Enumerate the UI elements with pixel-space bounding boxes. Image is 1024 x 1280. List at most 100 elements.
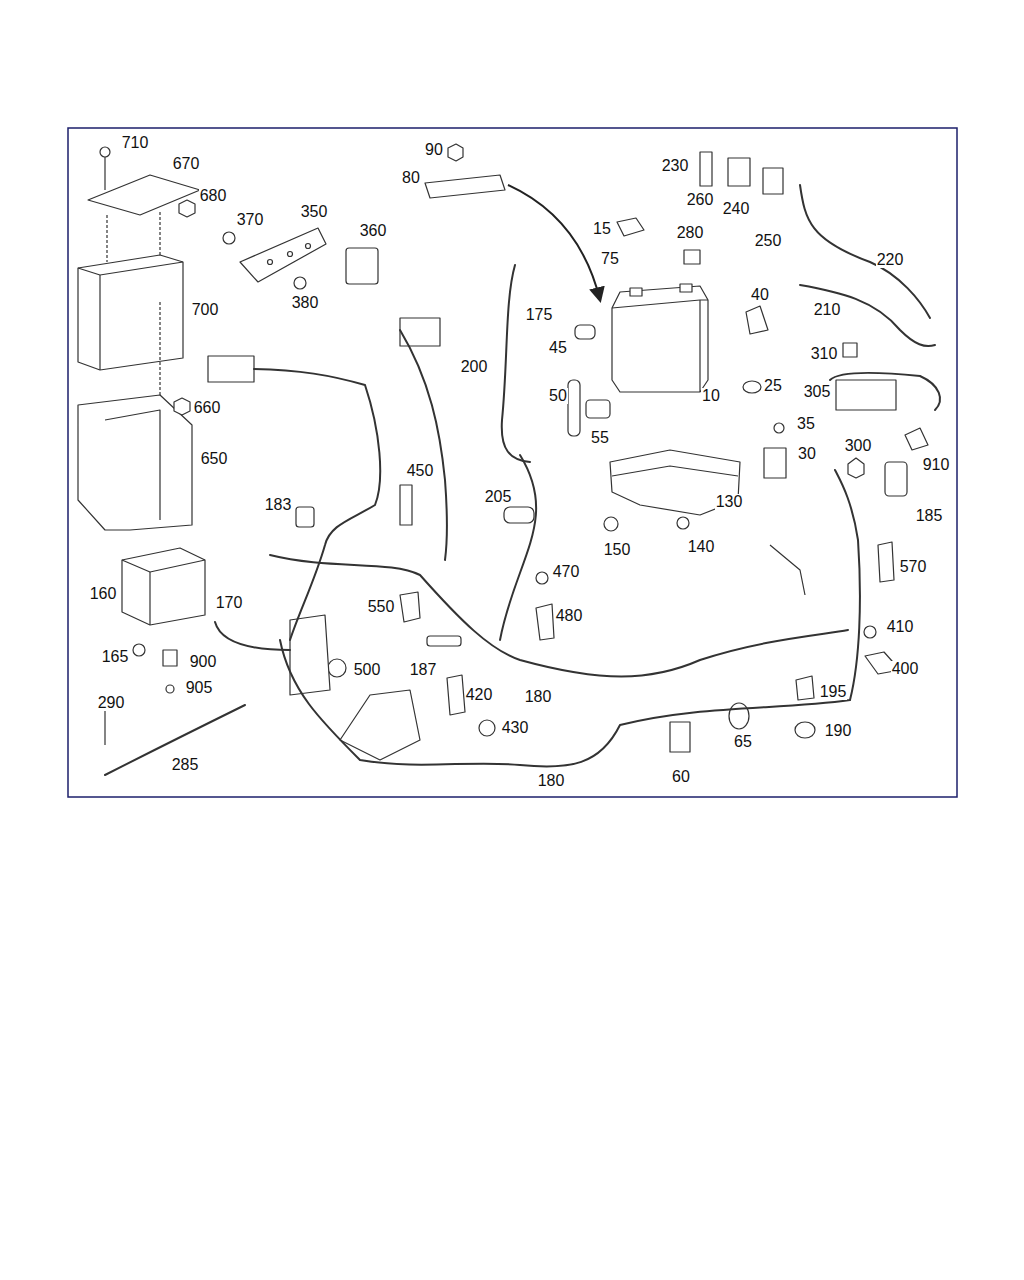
callout-number: 210 [813,302,842,318]
callout-number: 280 [676,225,705,241]
callout-number: 680 [199,188,228,204]
relay-module [122,548,205,625]
clip [764,448,786,478]
bracket [400,485,412,525]
callout-number: 190 [824,723,853,739]
callout-number: 310 [810,346,839,362]
callout-number: 140 [687,539,716,555]
callout-number: 250 [754,233,783,249]
callout-number: 410 [886,619,915,635]
callout-number: 480 [555,608,584,624]
arrow [508,185,600,300]
callout-number: 305 [803,384,832,400]
callout-number: 75 [600,251,620,267]
clip [796,676,814,700]
callout-number: 290 [97,695,126,711]
terminal-block [340,690,420,760]
callout-number: 175 [525,307,554,323]
callout-number: 180 [524,689,553,705]
frame [68,128,957,797]
nut [448,144,463,161]
callout-number: 900 [189,654,218,670]
callout-number: 285 [171,757,200,773]
aux-battery [78,255,183,370]
callout-number: 183 [264,497,293,513]
sleeve [504,507,534,523]
cap [746,306,768,334]
callout-number: 380 [291,295,320,311]
callout-number: 170 [215,595,244,611]
connector [208,356,254,382]
callout-number: 430 [501,720,530,736]
callout-number: 470 [552,564,581,580]
bracket [400,592,420,622]
callout-number: 910 [922,457,951,473]
nut [174,398,190,415]
plate [905,428,928,450]
terminal [885,462,907,496]
callout-number: 130 [715,494,744,510]
callout-number: 700 [191,302,220,318]
callout-number: 220 [876,252,905,268]
nut [848,458,864,478]
main-battery [612,286,708,392]
plug [743,381,761,393]
callout-number: 90 [424,142,444,158]
battery-holder [78,395,192,530]
fuse [427,636,461,646]
callout-number: 300 [844,438,873,454]
nut [179,200,195,217]
callout-number: 200 [460,359,489,375]
bracket [447,675,465,715]
callout-number: 570 [899,559,928,575]
callout-number: 35 [796,416,816,432]
wiring [105,185,940,775]
fuse-box [836,380,896,410]
callout-number: 710 [121,135,150,151]
callout-number: 60 [671,769,691,785]
callout-number: 450 [406,463,435,479]
connector [346,248,378,284]
clip [670,722,690,752]
callout-number: 187 [409,662,438,678]
bracket [878,542,894,582]
callout-number: 350 [300,204,329,220]
plate [617,218,644,236]
callout-number: 195 [819,684,848,700]
callout-number: 370 [236,212,265,228]
callout-number: 180 [537,773,566,789]
callout-number: 185 [915,508,944,524]
cover-strip [425,175,505,198]
callout-number: 205 [484,489,513,505]
clip [843,343,857,357]
callout-number: 40 [750,287,770,303]
callout-number: 260 [686,192,715,208]
bracket [536,604,554,640]
clip [795,722,815,738]
grommet [729,703,749,729]
callout-number: 25 [763,378,783,394]
callout-number: 230 [661,158,690,174]
callout-number: 670 [172,156,201,172]
callout-number: 500 [353,662,382,678]
plug [163,650,177,666]
callout-number: 80 [401,170,421,186]
callout-number: 660 [193,400,222,416]
callout-number: 65 [733,734,753,750]
callout-number: 160 [89,586,118,602]
callout-number: 360 [359,223,388,239]
callout-number: 15 [592,221,612,237]
cover-cap [296,507,314,527]
callout-number: 50 [548,388,568,404]
callout-number: 45 [548,340,568,356]
callout-number: 400 [891,661,920,677]
callout-number: 30 [797,446,817,462]
bracket [240,228,326,282]
callout-number: 420 [465,687,494,703]
callout-number: 905 [185,680,214,696]
callout-number: 550 [367,599,396,615]
callout-number: 650 [200,451,229,467]
callout-number: 150 [603,542,632,558]
callout-number: 240 [722,201,751,217]
